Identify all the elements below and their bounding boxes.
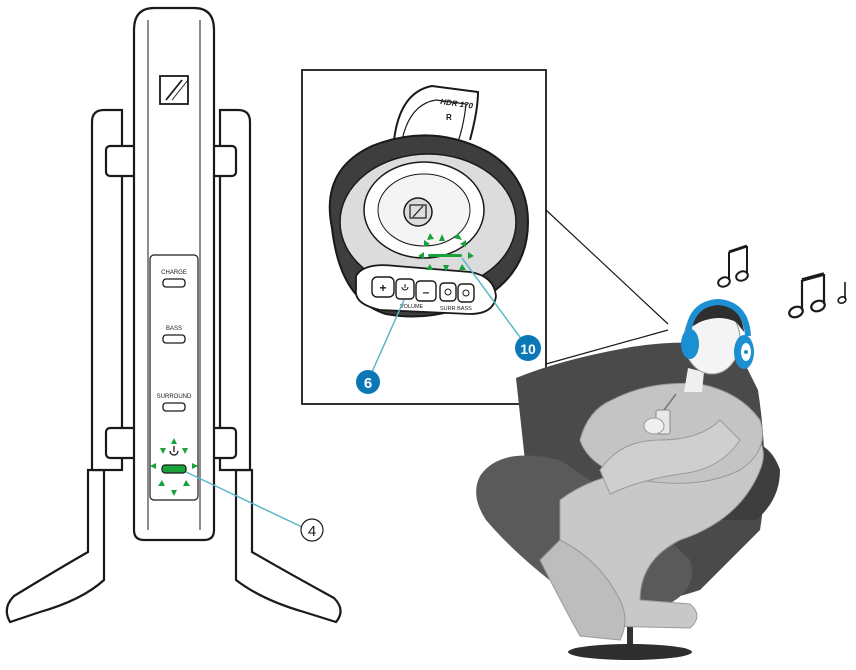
- right-foot: [234, 468, 342, 624]
- headphone-led-marks: [418, 233, 474, 272]
- power-button[interactable]: [395, 278, 415, 300]
- bass-button[interactable]: [162, 334, 186, 344]
- surround-button[interactable]: [162, 402, 186, 412]
- surr-bass-label: SURR BASS: [440, 306, 472, 312]
- volume-label: VOLUME: [400, 304, 424, 310]
- volume-minus-button[interactable]: [415, 280, 437, 302]
- right-support: [218, 108, 252, 472]
- power-button-icon: [401, 284, 409, 291]
- power-led-area: [150, 438, 198, 496]
- station-buttons: CHARGE BASS SURROUND: [157, 270, 192, 412]
- left-support: [90, 108, 124, 472]
- charge-button[interactable]: [162, 278, 186, 288]
- led-indicator: [161, 464, 187, 474]
- plus-label: +: [379, 281, 386, 295]
- left-foot: [5, 468, 106, 624]
- bass-label: BASS: [166, 326, 182, 332]
- volume-plus-button[interactable]: [371, 276, 395, 298]
- music-notes-icon: [717, 244, 847, 319]
- sennheiser-logo: [159, 75, 189, 105]
- headphone-left-cup: [681, 329, 699, 359]
- charge-label: CHARGE: [161, 270, 187, 276]
- person: [539, 298, 764, 641]
- surround-button[interactable]: [439, 282, 457, 302]
- surround-label: SURROUND: [157, 394, 192, 400]
- callout-6: 6: [356, 299, 405, 394]
- base-station: [5, 6, 342, 624]
- callout-4: 4: [185, 471, 324, 542]
- callout-10: 10: [461, 257, 541, 361]
- callout-10-label: 10: [520, 341, 536, 357]
- callout-6-label: 6: [364, 375, 372, 392]
- bass-button[interactable]: [457, 283, 475, 303]
- led-glow-marks: [150, 438, 198, 496]
- side-label: R: [446, 113, 452, 122]
- minus-label: –: [423, 285, 430, 299]
- power-icon: [169, 446, 179, 456]
- callout-4-label: 4: [308, 523, 316, 540]
